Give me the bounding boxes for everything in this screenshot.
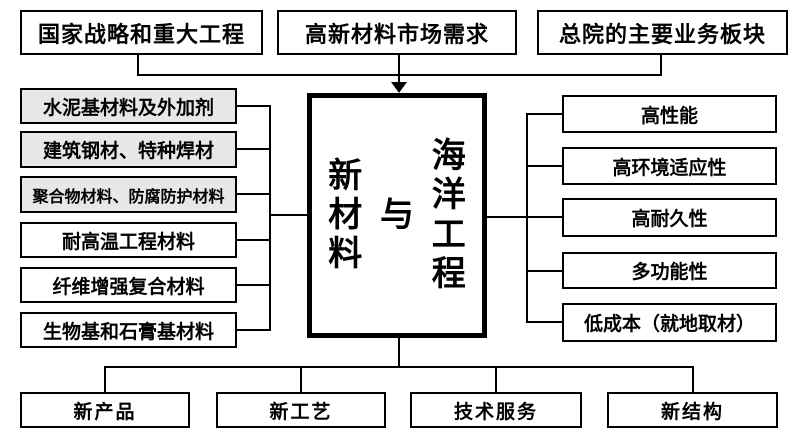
- connector-left-4: [237, 239, 270, 241]
- node-high-durability: 高耐久性: [562, 198, 777, 237]
- connector-left-5: [237, 284, 270, 286]
- node-new-structures: 新结构: [607, 392, 778, 428]
- connector-left-6: [237, 329, 270, 331]
- connector-top-right-drop: [660, 55, 662, 75]
- node-fiber-composites: 纤维增强复合材料: [20, 267, 237, 303]
- center-text-new-materials: 新材料: [328, 156, 363, 274]
- connector-right-1: [527, 113, 562, 115]
- connector-left-stub: [269, 214, 307, 216]
- center-text-marine-engineering: 海洋工程: [431, 137, 466, 293]
- node-multifunctionality: 多功能性: [562, 252, 777, 289]
- connector-left-2: [237, 148, 270, 150]
- node-national-strategy: 国家战略和重大工程: [20, 10, 263, 55]
- node-new-products: 新产品: [20, 392, 190, 428]
- node-cement-materials: 水泥基材料及外加剂: [20, 88, 237, 124]
- connector-right-bus: [526, 113, 528, 323]
- connector-top-left-drop: [137, 55, 139, 75]
- connector-bottom-center-drop: [398, 338, 400, 367]
- node-high-performance: 高性能: [562, 95, 777, 133]
- connector-left-1: [237, 105, 270, 107]
- connector-bottom-drop-3: [495, 366, 497, 392]
- connector-right-4: [527, 270, 562, 272]
- connector-right-2: [527, 165, 562, 167]
- node-bio-gypsum-materials: 生物基和石膏基材料: [20, 312, 237, 348]
- node-new-processes: 新工艺: [216, 392, 386, 428]
- connector-left-bus: [269, 105, 271, 331]
- node-market-demand: 高新材料市场需求: [277, 10, 517, 55]
- node-high-temp-materials: 耐高温工程材料: [20, 222, 237, 258]
- connector-right-3: [527, 216, 562, 218]
- connector-bottom-bus: [104, 366, 694, 368]
- node-technical-services: 技术服务: [410, 392, 582, 428]
- connector-bottom-drop-1: [104, 366, 106, 392]
- connector-bottom-drop-4: [692, 366, 694, 392]
- node-steel-welding-materials: 建筑钢材、特种焊材: [20, 131, 237, 168]
- node-low-cost: 低成本（就地取材）: [562, 303, 777, 342]
- node-marine-engineering-and-new-materials: 新材料 与 海洋工程: [307, 93, 487, 338]
- connector-top-center-drop: [398, 55, 400, 84]
- connector-right-stub: [487, 216, 527, 218]
- connector-bottom-drop-2: [300, 366, 302, 392]
- node-business-sectors: 总院的主要业务板块: [537, 10, 788, 55]
- center-text-and: 与: [380, 195, 414, 234]
- arrowhead-into-center-icon: [391, 82, 407, 93]
- connector-right-5: [527, 321, 562, 323]
- connector-left-3: [237, 193, 270, 195]
- node-environment-adaptability: 高环境适应性: [562, 147, 777, 185]
- node-polymer-anticorrosion-materials: 聚合物材料、防腐防护材料: [20, 176, 237, 213]
